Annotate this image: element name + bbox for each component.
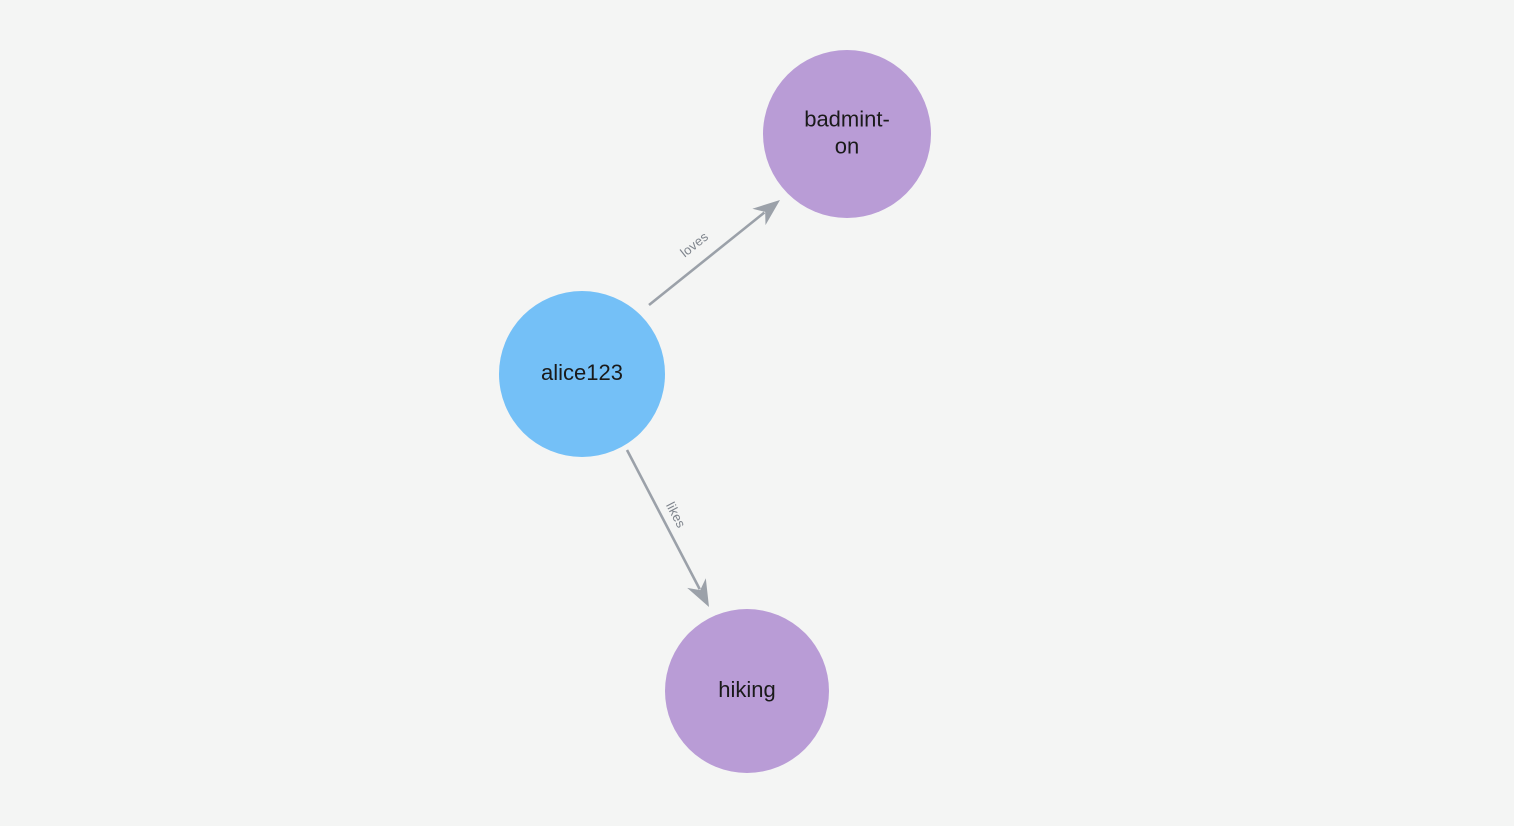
graph-node-badminton[interactable]: badmint-on — [763, 50, 931, 218]
graph-edge[interactable]: loves — [648, 200, 780, 307]
edge-arrowhead-icon — [687, 578, 709, 607]
graph-node-alice123[interactable]: alice123 — [499, 291, 665, 457]
graph-edge[interactable]: likes — [625, 449, 709, 607]
node-circle[interactable] — [499, 291, 665, 457]
node-circle[interactable] — [763, 50, 931, 218]
edge-line[interactable] — [648, 211, 766, 307]
node-circle[interactable] — [665, 609, 829, 773]
nodes-layer: alice123 badmint-on hiking — [499, 50, 931, 773]
edge-line[interactable] — [625, 449, 701, 590]
graph-node-hiking[interactable]: hiking — [665, 609, 829, 773]
edge-arrowhead-icon — [752, 200, 780, 226]
edge-label[interactable]: loves — [677, 229, 711, 260]
